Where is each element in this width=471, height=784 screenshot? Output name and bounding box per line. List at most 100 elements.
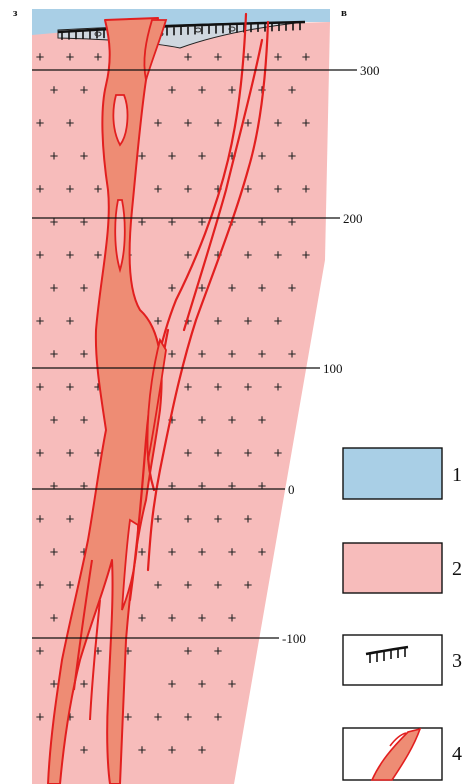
plus-mark: +	[258, 412, 267, 429]
plus-mark: +	[50, 280, 59, 297]
plus-mark: +	[36, 445, 45, 462]
plus-mark: +	[168, 676, 177, 693]
plus-mark: +	[50, 676, 59, 693]
level-label-300: 300	[360, 63, 380, 78]
plus-mark: +	[184, 379, 193, 396]
plus-mark: +	[80, 742, 89, 759]
plus-mark: +	[80, 544, 89, 561]
plus-mark: +	[80, 346, 89, 363]
east-label: в	[341, 7, 347, 19]
level-label-100: 100	[323, 361, 343, 376]
plus-mark: +	[138, 148, 147, 165]
level-label-minus100: -100	[282, 631, 306, 646]
plus-mark: +	[214, 379, 223, 396]
plus-mark: +	[80, 148, 89, 165]
plus-mark: +	[274, 379, 283, 396]
plus-mark: +	[66, 115, 75, 132]
plus-mark: +	[228, 610, 237, 627]
plus-mark: +	[154, 115, 163, 132]
plus-mark: +	[168, 412, 177, 429]
plus-mark: +	[214, 115, 223, 132]
plus-mark: +	[302, 247, 311, 264]
plus-mark: +	[66, 247, 75, 264]
plus-mark: +	[258, 148, 267, 165]
plus-mark: +	[94, 247, 103, 264]
plus-mark: +	[198, 214, 207, 231]
plus-mark: +	[184, 577, 193, 594]
plus-mark: +	[36, 247, 45, 264]
plus-mark: +	[214, 181, 223, 198]
plus-mark: +	[274, 247, 283, 264]
plus-mark: +	[94, 181, 103, 198]
plus-mark: +	[228, 148, 237, 165]
plus-mark: +	[36, 709, 45, 726]
plus-mark: +	[184, 445, 193, 462]
plus-mark: +	[184, 643, 193, 660]
plus-mark: +	[184, 511, 193, 528]
plus-mark: +	[124, 643, 133, 660]
plus-mark: +	[214, 577, 223, 594]
plus-mark: +	[80, 82, 89, 99]
plus-mark: +	[214, 445, 223, 462]
granite-texture: + + + + + + + + + + + + + + + + + + + + + + + + + + + + + + + + + + + + + + + +…	[36, 49, 311, 759]
plus-mark: +	[258, 280, 267, 297]
legend-number-2: 2	[452, 558, 462, 580]
plus-mark: +	[244, 115, 253, 132]
plus-mark: +	[244, 511, 253, 528]
plus-mark: +	[198, 478, 207, 495]
plus-mark: +	[36, 643, 45, 660]
plus-mark: +	[138, 214, 147, 231]
plus-mark: +	[228, 544, 237, 561]
west-label: з	[13, 7, 18, 19]
plus-mark: +	[50, 544, 59, 561]
plus-mark: +	[36, 115, 45, 132]
plus-mark: +	[50, 148, 59, 165]
plus-mark: +	[94, 379, 103, 396]
plus-mark: +	[66, 49, 75, 66]
plus-mark: +	[36, 313, 45, 330]
plus-mark: +	[80, 412, 89, 429]
plus-mark: +	[36, 49, 45, 66]
plus-mark: +	[274, 49, 283, 66]
plus-mark: +	[168, 610, 177, 627]
plus-mark: +	[138, 742, 147, 759]
plus-mark: +	[184, 49, 193, 66]
plus-mark: +	[50, 610, 59, 627]
plus-mark: +	[258, 478, 267, 495]
plus-mark: +	[184, 709, 193, 726]
plus-mark: +	[168, 82, 177, 99]
plus-mark: +	[302, 49, 311, 66]
plus-mark: +	[154, 709, 163, 726]
plus-mark: +	[168, 478, 177, 495]
plus-mark: +	[258, 544, 267, 561]
plus-mark: +	[302, 181, 311, 198]
plus-mark: +	[80, 280, 89, 297]
plus-mark: +	[198, 82, 207, 99]
plus-mark: +	[36, 511, 45, 528]
plus-mark: +	[198, 544, 207, 561]
plus-mark: +	[154, 181, 163, 198]
plus-mark: +	[244, 577, 253, 594]
plus-mark: +	[36, 181, 45, 198]
level-label-0: 0	[288, 482, 295, 497]
legend-number-4: 4	[452, 743, 462, 765]
plus-mark: +	[154, 577, 163, 594]
upper-dike-lens	[143, 19, 168, 81]
plus-mark: +	[214, 49, 223, 66]
plus-mark: +	[244, 49, 253, 66]
host-rock-area	[32, 22, 330, 784]
plus-mark: +	[66, 577, 75, 594]
legend-number-3: 3	[452, 650, 462, 672]
plus-mark: +	[214, 643, 223, 660]
plus-mark: +	[198, 280, 207, 297]
plus-mark: +	[50, 412, 59, 429]
crust-symbol-icon	[365, 645, 409, 663]
plus-mark: +	[214, 247, 223, 264]
plus-mark: +	[198, 412, 207, 429]
legend-swatch-host-rock	[342, 542, 443, 594]
level-label-200: 200	[343, 211, 363, 226]
plus-mark: +	[288, 214, 297, 231]
plus-mark: +	[50, 478, 59, 495]
plus-mark: +	[228, 478, 237, 495]
plus-mark: +	[124, 709, 133, 726]
